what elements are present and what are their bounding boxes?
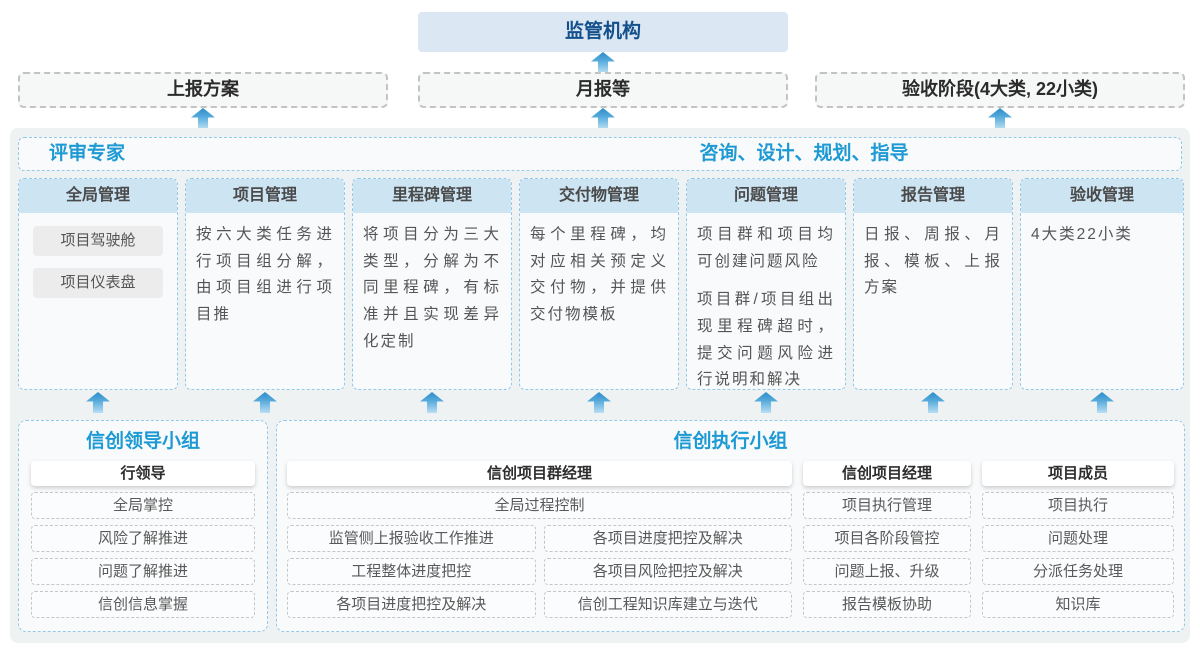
column-title: 问题管理 — [687, 179, 845, 213]
column-body: 项目驾驶舱 项目仪表盘 — [19, 213, 177, 319]
column-description: 4大类22小类 — [1031, 226, 1133, 243]
exec-group-title: 信创执行小组 — [673, 431, 788, 452]
duty-item: 信创工程知识库建立与迭代 — [543, 591, 792, 618]
column-description: 将项目分为三大类型，分解为不同里程碑，有标准并且实现差异化定制 — [363, 226, 501, 350]
leader-group-title: 信创领导小组 — [85, 431, 200, 452]
column-report-mgmt: 报告管理 日报、周报、月报、模板、上报方案 — [853, 178, 1013, 390]
duty-item: 风险了解推进 — [31, 525, 255, 552]
column-body: 将项目分为三大类型，分解为不同里程碑，有标准并且实现差异化定制 — [353, 213, 511, 364]
column-deliverable-mgmt: 交付物管理 每个里程碑，均对应相关预定义交付物，并提供交付物模板 — [519, 178, 679, 390]
duty-subcolumn-left: 监管侧上报验收工作推进 工程整体进度把控 各项目进度把控及解决 — [287, 525, 536, 618]
duty-item: 问题了解推进 — [31, 558, 255, 585]
column-issue-mgmt: 问题管理 项目群和项目均可创建问题风险 项目群/项目组出现里程碑超时，提交问题风… — [686, 178, 846, 390]
duty-subcolumn-right: 各项目进度把控及解决 各项目风险把控及解决 信创工程知识库建立与迭代 — [543, 525, 792, 618]
duty-item: 各项目进度把控及解决 — [543, 525, 792, 552]
duty-item: 工程整体进度把控 — [287, 558, 536, 585]
role-pill-bank-leaders: 行领导 — [31, 461, 255, 486]
column-description: 每个里程碑，均对应相关预定义交付物，并提供交付物模板 — [530, 226, 668, 323]
duty-item: 问题处理 — [982, 525, 1174, 552]
column-description-2: 项目群/项目组出现里程碑超时，提交问题风险进行说明和解决 — [697, 291, 835, 389]
report-box-monthly-report: 月报等 — [418, 72, 788, 108]
role-pill-project-member: 项目成员 — [982, 461, 1174, 486]
arrow-up-icon — [591, 108, 615, 129]
duty-item: 监管侧上报验收工作推进 — [287, 525, 536, 552]
column-body: 4大类22小类 — [1021, 213, 1183, 258]
report-box-acceptance-stage: 验收阶段(4大类, 22小类) — [815, 72, 1185, 108]
arrow-up-icon — [988, 108, 1012, 129]
column-body: 日报、周报、月报、模板、上报方案 — [854, 213, 1012, 311]
column-description: 日报、周报、月报、模板、上报方案 — [864, 226, 1002, 297]
duty-item-wide: 全局过程控制 — [287, 492, 792, 519]
duty-item: 报告模板协助 — [803, 591, 971, 618]
duty-item: 问题上报、升级 — [803, 558, 971, 585]
arrow-up-icon — [191, 108, 215, 129]
column-title: 全局管理 — [19, 179, 177, 213]
column-body: 每个里程碑，均对应相关预定义交付物，并提供交付物模板 — [520, 213, 678, 338]
arrow-up-icon — [591, 52, 615, 73]
column-title: 交付物管理 — [520, 179, 678, 213]
duty-item: 项目执行管理 — [803, 492, 971, 519]
feature-pill-dashboard: 项目仪表盘 — [33, 268, 163, 298]
column-title: 报告管理 — [854, 179, 1012, 213]
duty-columns: 监管侧上报验收工作推进 工程整体进度把控 各项目进度把控及解决 各项目进度把控及… — [287, 525, 792, 618]
project-member-section: 项目成员 项目执行 问题处理 分派任务处理 知识库 — [982, 461, 1174, 618]
column-global-mgmt: 全局管理 项目驾驶舱 项目仪表盘 — [18, 178, 178, 390]
column-title: 项目管理 — [186, 179, 344, 213]
exec-row: 信创项目群经理 全局过程控制 监管侧上报验收工作推进 工程整体进度把控 各项目进… — [287, 461, 1174, 618]
duty-item: 信创信息掌握 — [31, 591, 255, 618]
leader-group-box: 信创领导小组 行领导 全局掌控 风险了解推进 问题了解推进 信创信息掌握 — [18, 420, 268, 632]
duty-item: 项目各阶段管控 — [803, 525, 971, 552]
column-body: 按六大类任务进行项目组分解，由项目组进行项目推 — [186, 213, 344, 338]
duty-item: 各项目风险把控及解决 — [543, 558, 792, 585]
column-title: 里程碑管理 — [353, 179, 511, 213]
column-description: 项目群和项目均可创建问题风险 — [697, 226, 835, 270]
column-body: 项目群和项目均可创建问题风险 项目群/项目组出现里程碑超时，提交问题风险进行说明… — [687, 213, 845, 389]
exec-group-box: 信创执行小组 信创项目群经理 全局过程控制 监管侧上报验收工作推进 工程整体进度… — [276, 420, 1185, 632]
column-title: 验收管理 — [1021, 179, 1183, 213]
expert-bar: 评审专家 咨询、设计、规划、指导 — [18, 137, 1182, 171]
duty-item: 各项目进度把控及解决 — [287, 591, 536, 618]
project-manager-section: 信创项目经理 项目执行管理 项目各阶段管控 问题上报、升级 报告模板协助 — [803, 461, 971, 618]
program-manager-section: 信创项目群经理 全局过程控制 监管侧上报验收工作推进 工程整体进度把控 各项目进… — [287, 461, 792, 618]
role-pill-program-manager: 信创项目群经理 — [287, 461, 792, 486]
column-milestone-mgmt: 里程碑管理 将项目分为三大类型，分解为不同里程碑，有标准并且实现差异化定制 — [352, 178, 512, 390]
column-acceptance-mgmt: 验收管理 4大类22小类 — [1020, 178, 1184, 390]
feature-pill-cockpit: 项目驾驶舱 — [33, 226, 163, 256]
consulting-design-label: 咨询、设计、规划、指导 — [699, 143, 909, 164]
report-box-submission-plan: 上报方案 — [18, 72, 388, 108]
duty-item: 分派任务处理 — [982, 558, 1174, 585]
review-experts-label: 评审专家 — [49, 143, 126, 164]
column-project-mgmt: 项目管理 按六大类任务进行项目组分解，由项目组进行项目推 — [185, 178, 345, 390]
role-pill-project-manager: 信创项目经理 — [803, 461, 971, 486]
duty-item: 全局掌控 — [31, 492, 255, 519]
regulator-box: 监管机构 — [418, 12, 788, 52]
duty-item: 项目执行 — [982, 492, 1174, 519]
column-description: 按六大类任务进行项目组分解，由项目组进行项目推 — [196, 226, 334, 323]
duty-item: 知识库 — [982, 591, 1174, 618]
